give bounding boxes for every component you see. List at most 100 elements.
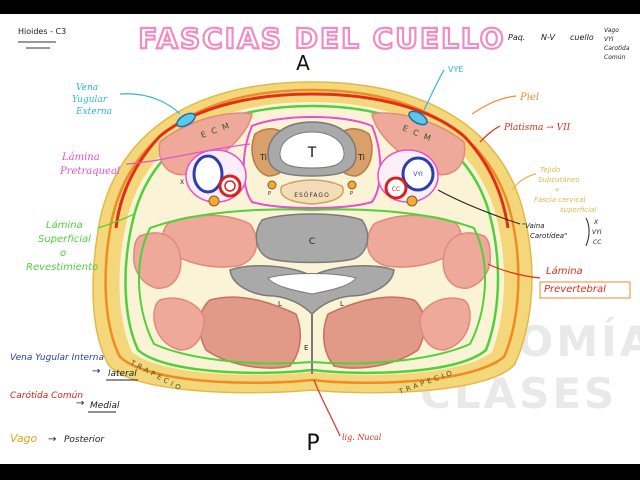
carotid-right xyxy=(384,176,408,200)
label-lamina-pretraqueal: Lámina Pretraqueal xyxy=(59,143,251,177)
vessel-vyi-label: VYI xyxy=(413,171,423,178)
esophagus-label: ESÓFAGO xyxy=(294,192,330,199)
prevertebral-leader xyxy=(487,263,541,279)
pretraqueal-text-2: Pretraqueal xyxy=(59,166,120,177)
vaina-content-3: CC xyxy=(593,239,602,246)
deep-back-left xyxy=(198,296,302,369)
legend-position-1: lateral xyxy=(108,369,137,379)
external-jugular-left xyxy=(176,112,196,128)
vaina-leader xyxy=(437,189,521,225)
prevertebral-box xyxy=(539,281,631,299)
vaina-text-2: Carotídea" xyxy=(530,232,567,240)
skin-outline xyxy=(104,88,520,385)
top-ref-item-3: Carotida xyxy=(604,45,630,52)
tejido-text-5: superficial xyxy=(560,206,596,214)
legend-row-2: Carótida Común → Medial xyxy=(10,390,120,413)
platysma-line-left xyxy=(114,134,162,229)
pretracheal-fascia xyxy=(242,116,382,209)
superficial-leader xyxy=(97,213,135,229)
spinous-label: E xyxy=(304,344,308,352)
lig-nucal-leader xyxy=(313,379,341,437)
external-jugular-right xyxy=(408,110,428,126)
recurrent-nerve-left xyxy=(267,180,277,190)
vye-text-3: Externa xyxy=(75,107,112,117)
prevertebral-text-2: Prevertebral xyxy=(544,284,606,295)
thyroid-right-label: Ti xyxy=(357,153,365,162)
thyroid-left-label: Ti xyxy=(259,153,267,162)
label-lig-nucal: lig. Nucal xyxy=(313,379,382,442)
vaina-content-2: VYI xyxy=(592,229,602,236)
vye-text-1: Vena xyxy=(76,83,98,93)
label-platisma: Platisma → VII xyxy=(479,123,571,143)
vagus-right xyxy=(406,195,418,207)
legend-arrow-1: → xyxy=(92,366,100,377)
nerve-x-left-label: X xyxy=(180,179,184,186)
vessel-cc-label: CC xyxy=(392,186,400,193)
carotid-left-inner xyxy=(224,180,236,192)
prevertebral-fascia xyxy=(137,208,487,365)
deep-back-right xyxy=(322,296,426,369)
legend-row-3: Vago → Posterior xyxy=(10,432,105,445)
small-p-left: P xyxy=(268,191,271,197)
label-piel: Piel xyxy=(471,92,539,115)
ijv-right xyxy=(401,156,435,192)
lig-nucal-text: lig. Nucal xyxy=(342,433,382,442)
vye-text-2: Yugular xyxy=(72,95,108,105)
recurrent-nerve-right xyxy=(347,180,357,190)
vaina-text-1: "Vaina xyxy=(522,222,545,230)
carotid-left xyxy=(218,174,242,198)
vertebral-canal xyxy=(267,273,357,295)
top-ref-item-2: VYI xyxy=(604,36,614,43)
page-title: FASCIAS DEL CUELLO xyxy=(138,22,505,55)
lamina-right-label: L xyxy=(340,300,344,308)
vagus-left xyxy=(208,195,220,207)
legend-term-1: Vena Yugular Interna xyxy=(10,353,104,363)
tejido-leader xyxy=(511,173,537,191)
superficial-text-2: Superficial xyxy=(38,234,91,245)
legend-arrow-3: → xyxy=(48,434,56,445)
trachea-lumen xyxy=(279,131,345,169)
prevertebral-text-1: Lámina xyxy=(546,265,583,277)
tejido-text-3: + xyxy=(554,186,560,194)
platisma-leader xyxy=(479,125,501,143)
levator-left xyxy=(153,297,205,351)
scalene-left xyxy=(133,232,182,289)
legend-row-1: Vena Yugular Interna → lateral xyxy=(10,353,138,381)
top-ref: Paq. N-V cuello Vago VYI Carotida Común xyxy=(508,27,630,61)
tejido-text-1: Tejido xyxy=(540,166,560,174)
diagram-canvas: ANATOMÍA CLASES FASCIAS DEL CUELLO Hioid… xyxy=(0,14,640,464)
ijv-left xyxy=(192,154,224,194)
levator-right xyxy=(419,297,471,351)
piel-text: Piel xyxy=(519,92,539,103)
vye-leader xyxy=(119,93,181,115)
superficial-text-3: o xyxy=(60,248,66,259)
vertebral-body-label: C xyxy=(309,237,315,247)
vaina-content-1: X xyxy=(593,219,599,226)
top-ref-item-1: Vago xyxy=(604,27,619,34)
legend-position-2: Medial xyxy=(90,401,120,411)
scm-left xyxy=(158,112,253,176)
trachea-label: T xyxy=(307,145,317,161)
piel-leader xyxy=(471,95,517,115)
small-p-right: P xyxy=(350,191,353,197)
anterior-label: A xyxy=(296,51,310,75)
corner-note: Hioides - C3 xyxy=(18,27,66,36)
vertebral-body xyxy=(255,213,369,264)
top-ref-name: N-V xyxy=(541,33,556,42)
label-tejido-subcutaneo: Tejido Subcutáneo + Fascia cervical supe… xyxy=(511,166,596,214)
label-vye-right: VYE xyxy=(423,65,463,111)
tejido-text-4: Fascia cervical xyxy=(534,196,586,204)
label-vena-yugular-externa: Vena Yugular Externa xyxy=(72,83,181,117)
vye-right-text: VYE xyxy=(448,65,463,74)
scalene-right xyxy=(442,232,491,289)
platysma-line xyxy=(159,92,465,138)
posterior-label: P xyxy=(306,431,319,456)
superficial-text-4: Revestimiento xyxy=(26,262,98,273)
top-ref-item-4: Común xyxy=(604,54,626,61)
legend: Vena Yugular Interna → lateral Carótida … xyxy=(10,353,138,445)
tejido-text-2: Subcutáneo xyxy=(538,176,580,184)
esophagus xyxy=(280,179,344,205)
lamina-left-label: L xyxy=(278,300,282,308)
vye-right-leader xyxy=(423,69,445,111)
